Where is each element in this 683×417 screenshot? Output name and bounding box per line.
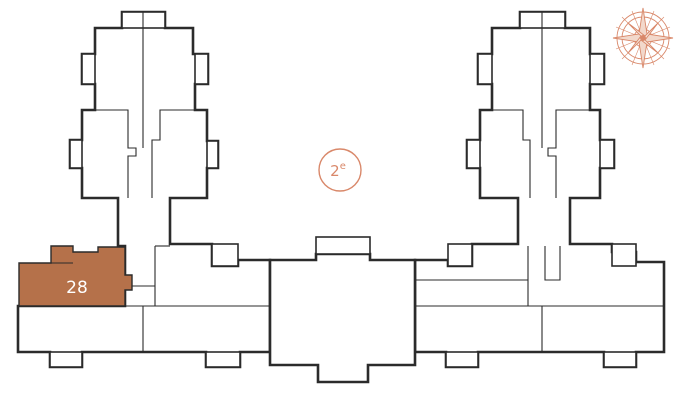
unit-28[interactable]: 28	[18, 245, 133, 307]
right-wing	[413, 10, 666, 369]
floor-indicator: 2e	[318, 148, 362, 192]
floor-circle	[318, 148, 362, 192]
central-block	[268, 236, 417, 384]
unit-28-label: 28	[66, 278, 88, 298]
compass-rose-icon	[612, 7, 674, 69]
floor-label: 2e	[330, 161, 346, 180]
unit-28-shape[interactable]	[18, 245, 133, 307]
left-wing	[16, 10, 272, 369]
